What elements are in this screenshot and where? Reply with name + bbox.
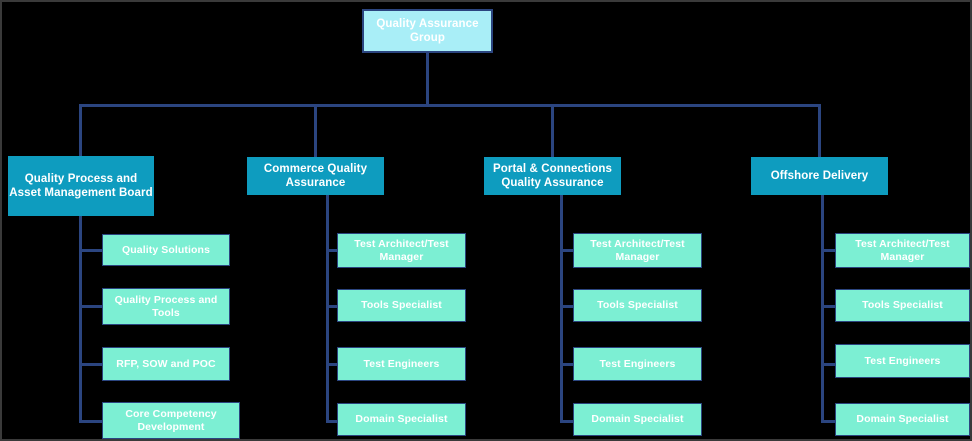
node-label: Quality Solutions: [121, 243, 211, 256]
leaf-quality-process-and-tools[interactable]: Quality Process and Tools: [102, 288, 230, 325]
node-label: Test Engineers: [363, 357, 440, 370]
connector-stub-3-2: [560, 305, 574, 308]
node-label: Tools Specialist: [597, 299, 678, 312]
node-label: Test Architect/Test Manager: [590, 237, 685, 263]
connector-stub-1-4: [79, 420, 103, 423]
node-quality-process-and-asset-management-board[interactable]: Quality Process and Asset Management Boa…: [8, 156, 154, 216]
connector-bus-drop-1: [79, 104, 82, 156]
node-label: Offshore Delivery: [770, 169, 869, 182]
leaf-test-architect-test-manager-commerce[interactable]: Test Architect/Test Manager: [337, 233, 466, 268]
leaf-test-engineers-offshore[interactable]: Test Engineers: [835, 344, 970, 378]
leaf-quality-solutions[interactable]: Quality Solutions: [102, 234, 230, 266]
leaf-tools-specialist-portal[interactable]: Tools Specialist: [573, 289, 702, 322]
node-label: Test Architect/Test Manager: [354, 237, 449, 263]
leaf-test-architect-test-manager-offshore[interactable]: Test Architect/Test Manager: [835, 233, 970, 268]
connector-bus-drop-4: [818, 104, 821, 157]
connector-spine-division-1: [79, 216, 82, 423]
leaf-core-competency-development[interactable]: Core Competency Development: [102, 402, 240, 439]
connector-stub-4-3: [821, 363, 837, 366]
node-label: Core Competency Development: [125, 407, 217, 433]
connector-stub-4-2: [821, 305, 837, 308]
node-quality-assurance-group[interactable]: Quality Assurance Group: [362, 9, 493, 53]
connector-stub-3-4: [560, 420, 574, 423]
leaf-domain-specialist-offshore[interactable]: Domain Specialist: [835, 403, 970, 436]
connector-stub-1-2: [79, 305, 103, 308]
leaf-tools-specialist-commerce[interactable]: Tools Specialist: [337, 289, 466, 322]
node-label: Domain Specialist: [591, 413, 684, 426]
leaf-rfp-sow-and-poc[interactable]: RFP, SOW and POC: [102, 347, 230, 381]
node-label: Quality Process and Tools: [114, 293, 218, 319]
node-label: RFP, SOW and POC: [116, 357, 216, 370]
node-label: Test Architect/Test Manager: [855, 237, 950, 263]
node-label: Test Engineers: [864, 354, 941, 367]
connector-spine-division-4: [821, 194, 824, 423]
node-label: Domain Specialist: [355, 413, 448, 426]
leaf-test-engineers-portal[interactable]: Test Engineers: [573, 347, 702, 381]
node-label: Tools Specialist: [862, 299, 943, 312]
connector-stub-4-1: [821, 249, 837, 252]
leaf-test-architect-test-manager-portal[interactable]: Test Architect/Test Manager: [573, 233, 702, 268]
node-label: Quality Assurance Group: [376, 17, 479, 44]
node-portal-and-connections-quality-assurance[interactable]: Portal & Connections Quality Assurance: [484, 157, 621, 195]
node-commerce-quality-assurance[interactable]: Commerce Quality Assurance: [247, 157, 384, 195]
connector-spine-division-3: [560, 194, 563, 423]
node-label: Domain Specialist: [856, 413, 949, 426]
node-label: Quality Process and Asset Management Boa…: [9, 172, 153, 199]
leaf-tools-specialist-offshore[interactable]: Tools Specialist: [835, 289, 970, 322]
connector-stub-3-1: [560, 249, 574, 252]
connector-stub-2-4: [326, 420, 338, 423]
connector-bus-drop-3: [551, 104, 554, 157]
node-offshore-delivery[interactable]: Offshore Delivery: [751, 157, 888, 195]
connector-root-bus: [79, 104, 821, 107]
leaf-test-engineers-commerce[interactable]: Test Engineers: [337, 347, 466, 381]
node-label: Portal & Connections Quality Assurance: [493, 162, 612, 189]
connector-stub-1-1: [79, 249, 103, 252]
leaf-domain-specialist-portal[interactable]: Domain Specialist: [573, 403, 702, 436]
connector-stub-4-4: [821, 420, 837, 423]
connector-stub-2-1: [326, 249, 338, 252]
connector-stub-1-3: [79, 363, 103, 366]
node-label: Tools Specialist: [361, 299, 442, 312]
connector-stub-2-3: [326, 363, 338, 366]
connector-bus-drop-2: [314, 104, 317, 157]
leaf-domain-specialist-commerce[interactable]: Domain Specialist: [337, 403, 466, 436]
connector-spine-division-2: [326, 194, 329, 423]
node-label: Test Engineers: [599, 357, 676, 370]
connector-stub-2-2: [326, 305, 338, 308]
node-label: Commerce Quality Assurance: [263, 162, 368, 189]
connector-root-stem: [426, 52, 429, 106]
connector-stub-3-3: [560, 363, 574, 366]
